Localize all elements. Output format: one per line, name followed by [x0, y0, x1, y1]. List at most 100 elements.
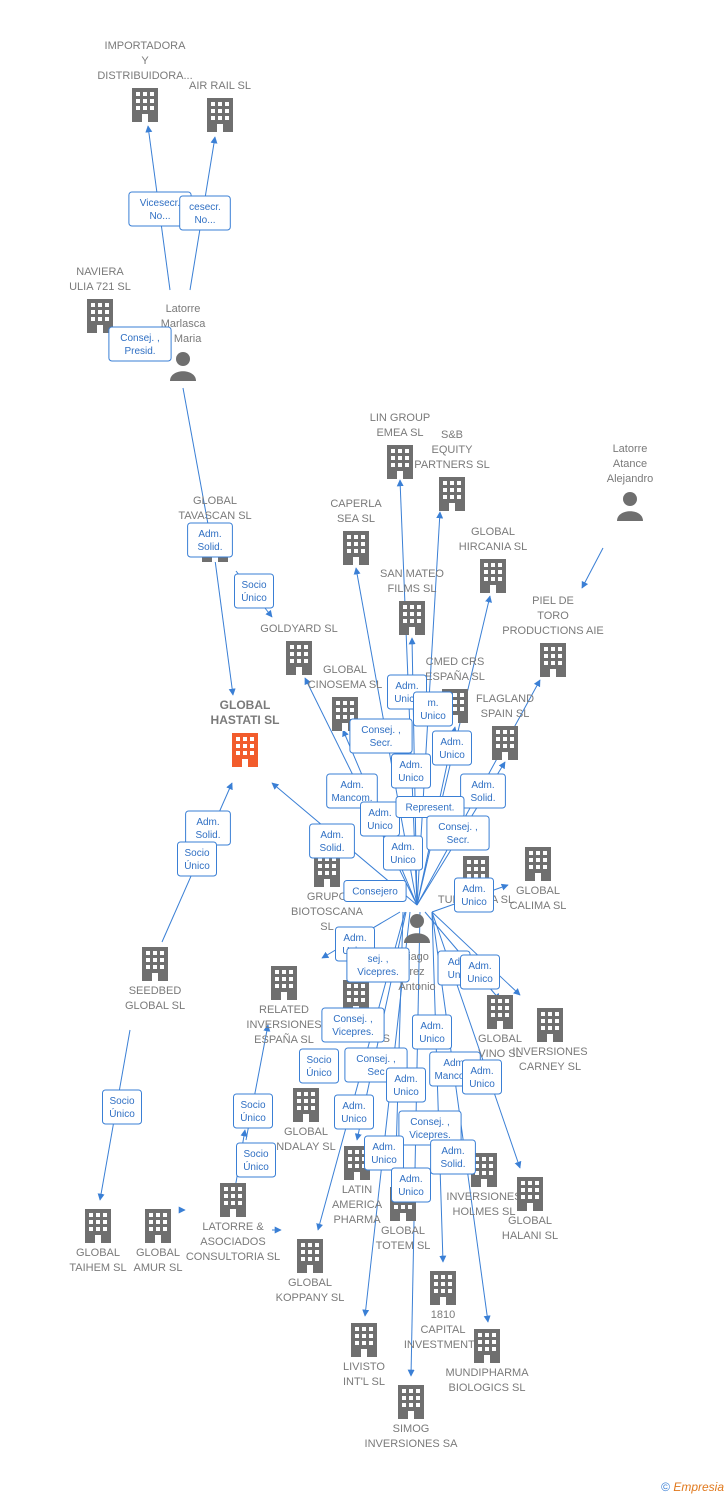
relation-label[interactable]: Adm.Mancom.: [326, 773, 378, 809]
relation-label[interactable]: Adm.Unico: [360, 801, 400, 837]
node-label: GLOBAL: [323, 664, 367, 676]
relation-box: [346, 947, 410, 983]
node-label: DISTRIBUIDORA...: [97, 70, 192, 82]
relation-text: Vicepres.: [409, 1130, 451, 1141]
node-label: TAVASCAN SL: [178, 510, 251, 522]
relation-edge: [214, 559, 236, 696]
relation-text: Ad: [448, 957, 460, 968]
relation-label[interactable]: Adm.Unico: [334, 1094, 374, 1130]
node-label: CALIMA SL: [510, 900, 567, 912]
node-label: 1810: [431, 1309, 455, 1321]
relation-text: Presid.: [124, 346, 155, 357]
relation-text: Unico: [398, 773, 424, 784]
relation-label[interactable]: Adm.Unico: [391, 753, 431, 789]
building-icon: [399, 601, 425, 635]
relation-label[interactable]: Consej. ,Secr.: [426, 815, 490, 851]
node-label: SIMOG: [393, 1423, 430, 1435]
node-label: LIVISTO: [343, 1361, 385, 1373]
relation-text: cesecr.: [189, 202, 221, 213]
relation-text: Adm.: [420, 1021, 443, 1032]
relation-label[interactable]: Consej. ,Secr.: [349, 718, 413, 754]
relation-label[interactable]: Adm.Unico: [364, 1135, 404, 1171]
footer-credit[interactable]: © Empresia: [661, 1480, 724, 1494]
node-airrail[interactable]: AIR RAIL SL: [189, 80, 251, 132]
relation-label[interactable]: Adm.Solid.: [185, 810, 231, 846]
node-importadora[interactable]: IMPORTADORAYDISTRIBUIDORA...: [97, 40, 193, 122]
relation-label[interactable]: Consej. ,Presid.: [108, 326, 172, 362]
relation-label[interactable]: Represent.: [395, 796, 465, 818]
relation-label[interactable]: Consejero: [343, 880, 407, 902]
relation-label[interactable]: Consej. ,Vicepres.: [321, 1007, 385, 1043]
relation-label[interactable]: Adm.Unico: [386, 1067, 426, 1103]
relation-text: Solid.: [470, 793, 495, 804]
node-label: LATORRE &: [202, 1221, 264, 1233]
relation-label[interactable]: Adm.Unico: [412, 1014, 452, 1050]
node-goldyard[interactable]: GOLDYARD SL: [260, 623, 338, 675]
relation-text: Adm.: [395, 681, 418, 692]
relation-label[interactable]: Vicesecr.No...: [128, 191, 192, 227]
relation-box: [430, 1139, 476, 1175]
relation-label[interactable]: Adm.Unico: [454, 877, 494, 913]
relation-box: [349, 718, 413, 754]
node-label: HASTATI SL: [211, 713, 280, 727]
relation-label[interactable]: sej. ,Vicepres.: [346, 947, 410, 983]
relation-label[interactable]: Adm.Solid.: [309, 823, 355, 859]
relation-label[interactable]: Adm.Unico: [391, 1167, 431, 1203]
relation-label[interactable]: Consej. ,Vicepres.: [398, 1110, 462, 1146]
relation-label[interactable]: cesecr.No...: [179, 195, 231, 231]
relation-text: Único: [306, 1066, 332, 1079]
relation-box: [364, 1135, 404, 1171]
relation-label[interactable]: Adm.Unico: [432, 730, 472, 766]
relation-box: [386, 1067, 426, 1103]
node-label: NAVIERA: [76, 266, 124, 278]
relation-label[interactable]: Adm.Unico: [462, 1059, 502, 1095]
relation-label[interactable]: Adm.Solid.: [187, 522, 233, 558]
relation-label[interactable]: Adm.Solid.: [460, 773, 506, 809]
relation-label[interactable]: m.Unico: [413, 691, 453, 727]
relation-label[interactable]: Adm.Unico: [460, 954, 500, 990]
relation-box: [187, 522, 233, 558]
relation-label[interactable]: Adm.Solid.: [430, 1139, 476, 1175]
relation-label[interactable]: Adm.Unico: [383, 835, 423, 871]
